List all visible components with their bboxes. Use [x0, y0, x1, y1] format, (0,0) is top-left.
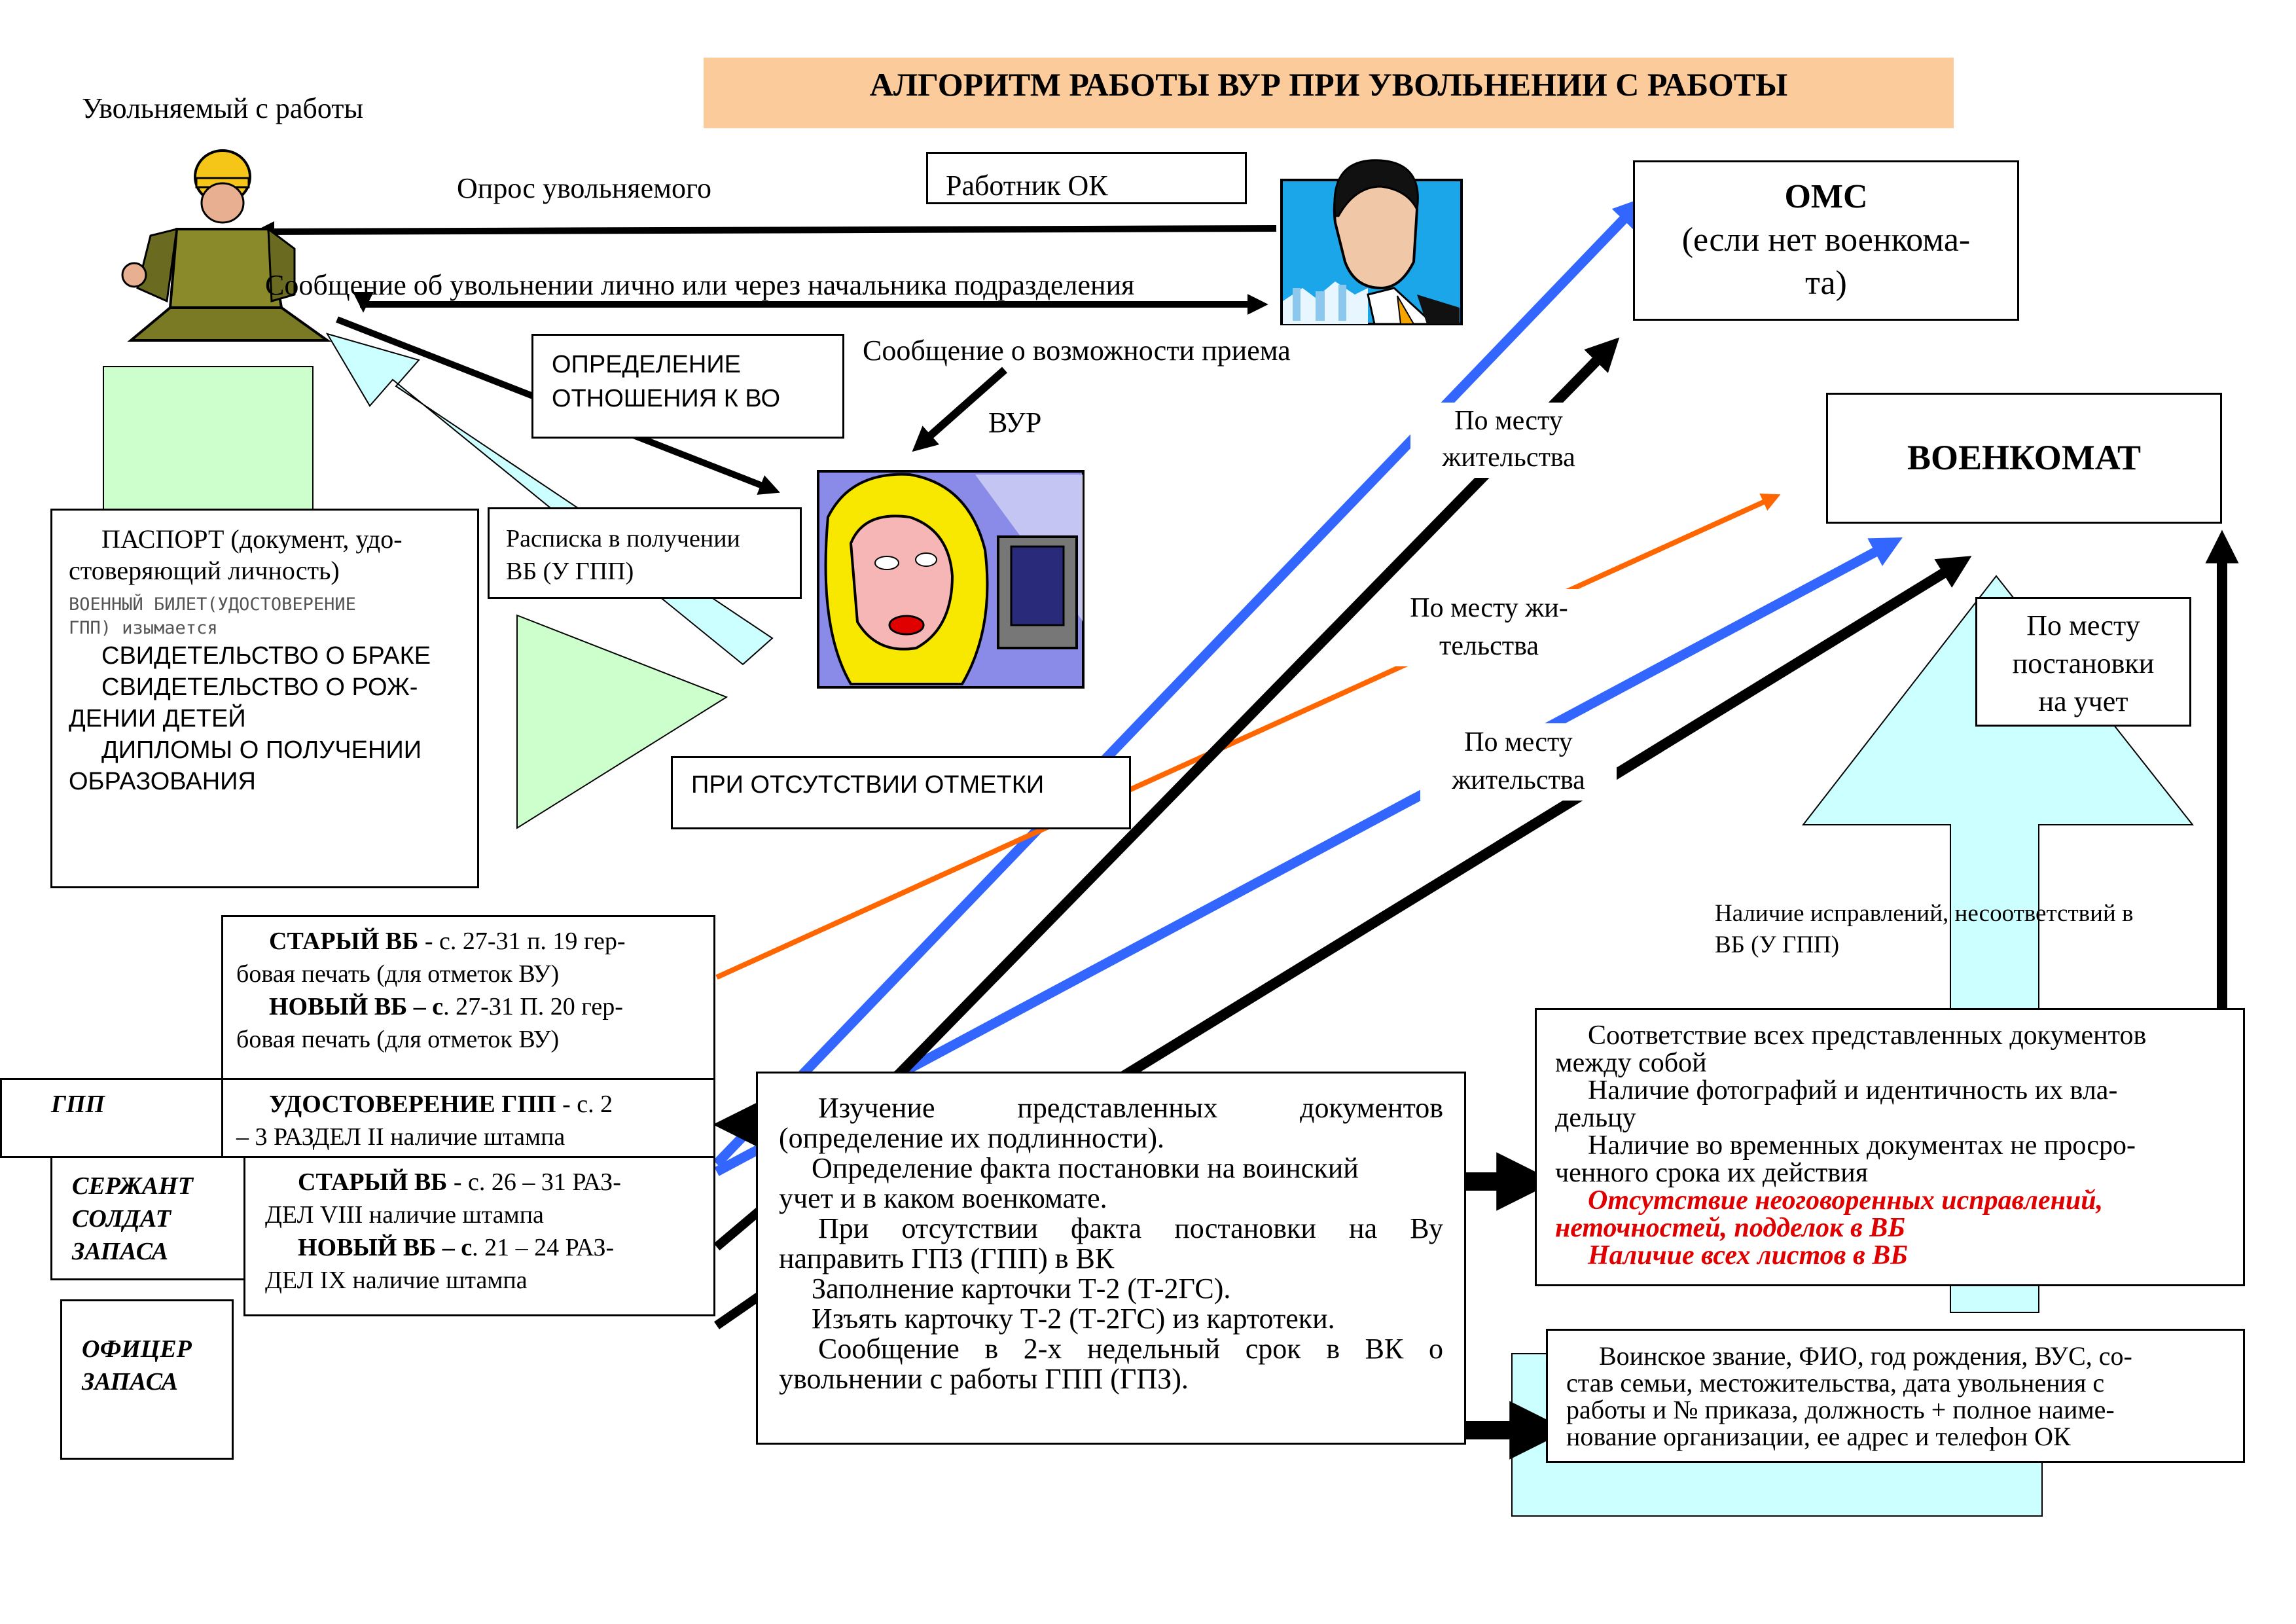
no-mark-box: ПРИ ОТСУТСТВИИ ОТМЕТКИ [671, 756, 1131, 829]
oms-box: ОМС (если нет военкома- та) [1633, 160, 2019, 321]
orange-arrow [715, 494, 1781, 980]
dismissed-label: Увольняемый с работы [82, 92, 364, 124]
officer-label-box: ОФИЦЕР ЗАПАСА [60, 1299, 234, 1460]
documents-box: ПАСПОРТ (документ, удо- стоверяющий личн… [50, 509, 479, 888]
survey-label: Опрос увольняемого [457, 172, 711, 204]
attitude-box: ОПРЕДЕЛЕНИЕ ОТНОШЕНИЯ К ВО [531, 334, 844, 439]
vur-label: ВУР [988, 406, 1042, 439]
vur-woman-illustration [817, 470, 1085, 689]
corrections-label: Наличие исправлений, несоответствий в ВБ… [1715, 900, 2134, 958]
sergeant-vb-box: СТАРЫЙ ВБ - с. 26 – 31 РАЗ- ДЕЛ VIII нал… [243, 1156, 715, 1316]
message-dismissal-label: Сообщение об увольнении лично или через … [265, 269, 1135, 301]
hr-worker-label: Работник ОК [946, 170, 1108, 202]
check-box: Соответствие всех представленных докумен… [1535, 1008, 2245, 1286]
sergeant-label-box: СЕРЖАНТ СОЛДАТ ЗАПАСА [50, 1156, 247, 1280]
hr-man-illustration [1280, 159, 1463, 325]
residence-label-1: По месту жительства [1410, 403, 1607, 478]
message-possibility-label: Сообщение о возможности приема [863, 334, 1291, 367]
worker-illustration [121, 149, 332, 342]
page-title: АЛГОРИТМ РАБОТЫ ВУР ПРИ УВОЛЬНЕНИИ С РАБ… [869, 66, 1788, 103]
registration-box: По месту постановки на учет [1975, 597, 2191, 727]
receipt-box: Расписка в получении ВБ (У ГПП) [488, 507, 802, 599]
voenkomat-box: ВОЕНКОМАТ [1826, 393, 2222, 524]
residence-label-3: По месту жительства [1420, 723, 1617, 801]
hr-worker-box [926, 152, 1247, 204]
notice-box: Воинское звание, ФИО, год рождения, ВУС,… [1546, 1329, 2245, 1463]
gpp-label-box: ГПП [0, 1078, 223, 1158]
residence-label-2: По месту жи- тельства [1384, 589, 1594, 666]
old-new-vb-box: СТАРЫЙ ВБ - с. 27-31 п. 19 гер- бовая пе… [221, 915, 715, 1080]
gpp-box: УДОСТОВЕРЕНИЕ ГПП - с. 2 – 3 РАЗДЕЛ II н… [221, 1078, 715, 1158]
title-banner [704, 58, 1954, 128]
